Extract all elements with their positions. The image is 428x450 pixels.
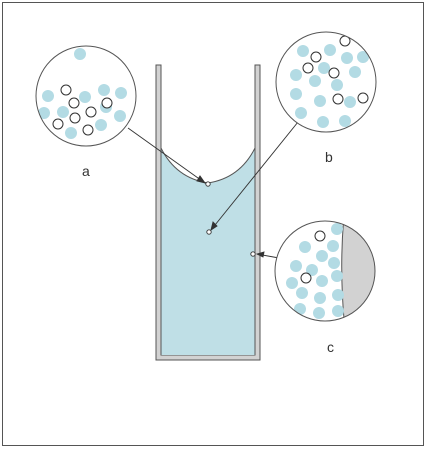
magnifier-b bbox=[275, 31, 377, 133]
arrowhead-a bbox=[196, 175, 207, 184]
magnifier-c bbox=[274, 220, 376, 322]
label-b: b bbox=[325, 149, 333, 165]
pointer-a bbox=[127, 127, 206, 184]
label-c: c bbox=[327, 339, 334, 355]
marker-bulk bbox=[206, 229, 212, 235]
marker-surface bbox=[205, 181, 211, 187]
markers bbox=[205, 181, 256, 257]
arrowhead-c bbox=[255, 251, 265, 258]
pointer-b bbox=[210, 121, 299, 231]
pointers bbox=[127, 121, 299, 259]
label-a: a bbox=[82, 163, 90, 179]
wall-section-c bbox=[341, 221, 375, 321]
arrowhead-b bbox=[210, 221, 218, 232]
liquid bbox=[161, 148, 255, 355]
magnifier-a bbox=[35, 45, 137, 147]
particles-a bbox=[38, 48, 127, 139]
marker-wall bbox=[250, 251, 256, 257]
figure-border bbox=[2, 2, 424, 446]
particles-b bbox=[290, 35, 369, 128]
container bbox=[155, 64, 261, 361]
